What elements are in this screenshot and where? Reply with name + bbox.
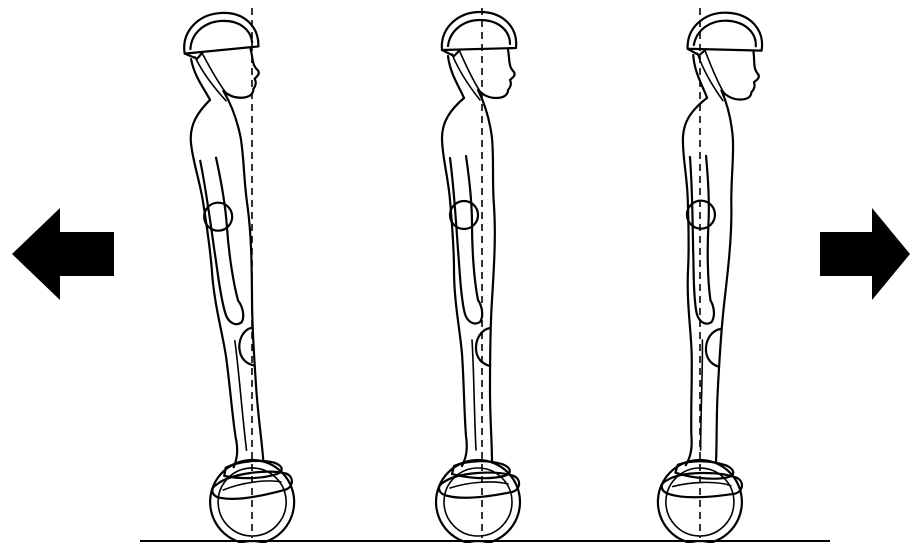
rider-upright [436, 8, 520, 543]
rider-leaning-forward [656, 8, 768, 543]
left-arrow-icon [12, 208, 114, 300]
right-arrow-icon [820, 208, 910, 300]
rider-leaning-back [176, 8, 297, 543]
